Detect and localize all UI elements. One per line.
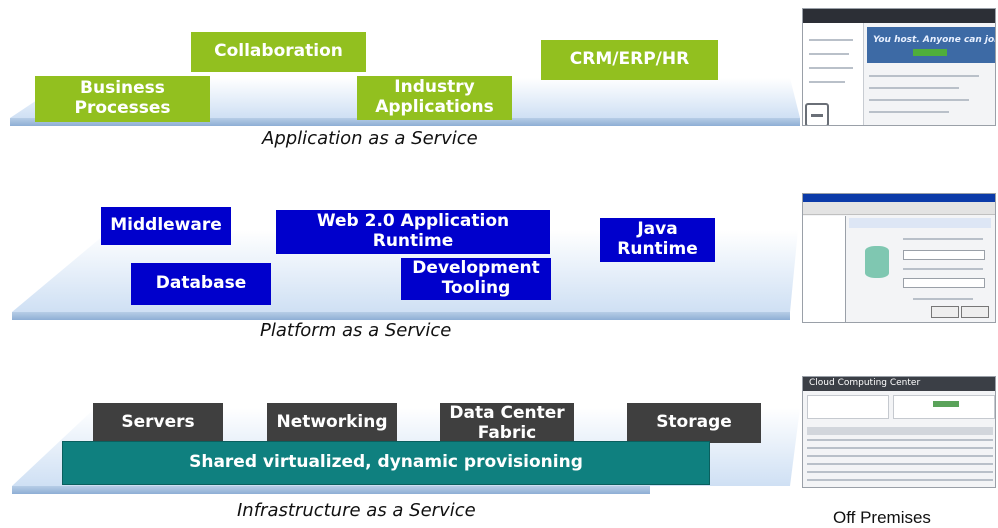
window-icon [805,103,829,125]
iaas-screenshot: Cloud Computing Center [802,376,996,488]
paas-platform-edge [12,312,790,320]
iaas-caption: Infrastructure as a Service [237,500,476,521]
saas-caption: Application as a Service [262,128,478,149]
saas-screenshot-text: You host. Anyone can join! [873,35,996,45]
collaboration-box: Collaboration [191,32,366,72]
web20-runtime-box: Web 2.0 Application Runtime [276,210,550,254]
servers-box: Servers [93,403,223,443]
database-cylinder-icon [865,246,889,278]
database-box: Database [131,263,271,305]
data-center-fabric-box: Data Center Fabric [440,403,574,445]
development-tooling-box: Development Tooling [401,258,551,300]
middleware-box: Middleware [101,207,231,245]
paas-caption: Platform as a Service [260,320,452,341]
java-runtime-box: Java Runtime [600,218,715,262]
saas-screenshot: You host. Anyone can join! [802,8,996,126]
business-processes-box: Business Processes [35,76,210,122]
iaas-platform-edge [12,486,650,494]
storage-box: Storage [627,403,761,443]
crm-erp-hr-box: CRM/ERP/HR [541,40,718,80]
off-premises-label: Off Premises [833,508,931,527]
shared-provisioning-bar: Shared virtualized, dynamic provisioning [62,441,710,485]
networking-box: Networking [267,403,397,443]
paas-screenshot [802,193,996,323]
industry-applications-box: Industry Applications [357,76,512,120]
saas-platform-edge [10,118,800,126]
iaas-screenshot-title: Cloud Computing Center [809,378,921,388]
